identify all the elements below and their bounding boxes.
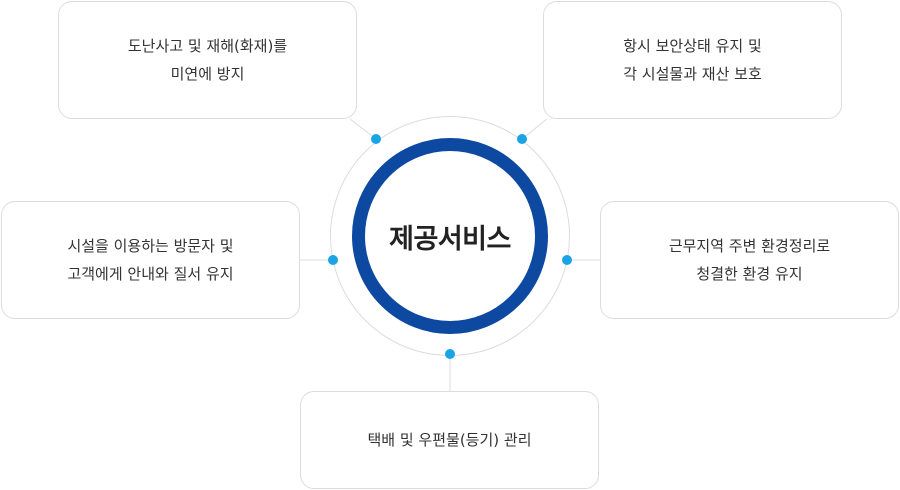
service-line: 시설을 이용하는 방문자 및 (67, 237, 234, 255)
connector-dot-top-right (517, 134, 527, 144)
connector-dot-mid-right (562, 255, 572, 265)
service-line: 고객에게 안내와 질서 유지 (67, 265, 234, 283)
service-text-mid-right: 근무지역 주변 환경정리로 청결한 환경 유지 (669, 232, 830, 288)
service-line: 청결한 환경 유지 (696, 265, 803, 283)
center-ring: 제공서비스 (352, 138, 548, 334)
service-line: 미연에 방지 (170, 65, 245, 83)
connector-dot-mid-left (328, 255, 338, 265)
connector-dot-bottom (445, 349, 455, 359)
connector-dot-top-left (371, 134, 381, 144)
center-title: 제공서비스 (389, 223, 511, 255)
service-line: 근무지역 주변 환경정리로 (668, 237, 831, 255)
service-box-top-right: 항시 보안상태 유지 및 각 시설물과 재산 보호 (543, 1, 842, 119)
service-text-top-left: 도난사고 및 재해(화재)를 미연에 방지 (128, 32, 287, 88)
service-text-bottom: 택배 및 우편물(등기) 관리 (367, 426, 531, 454)
service-line: 택배 및 우편물(등기) 관리 (367, 431, 532, 449)
service-text-top-right: 항시 보안상태 유지 및 각 시설물과 재산 보호 (623, 32, 762, 88)
service-box-mid-left: 시설을 이용하는 방문자 및 고객에게 안내와 질서 유지 (1, 201, 300, 319)
service-text-mid-left: 시설을 이용하는 방문자 및 고객에게 안내와 질서 유지 (67, 232, 233, 288)
service-box-mid-right: 근무지역 주변 환경정리로 청결한 환경 유지 (600, 201, 899, 319)
service-box-bottom: 택배 및 우편물(등기) 관리 (300, 391, 599, 489)
service-box-top-left: 도난사고 및 재해(화재)를 미연에 방지 (58, 1, 357, 119)
service-line: 각 시설물과 재산 보호 (623, 65, 762, 83)
service-line: 항시 보안상태 유지 및 (623, 37, 762, 55)
service-line: 도난사고 및 재해(화재)를 (127, 37, 288, 55)
